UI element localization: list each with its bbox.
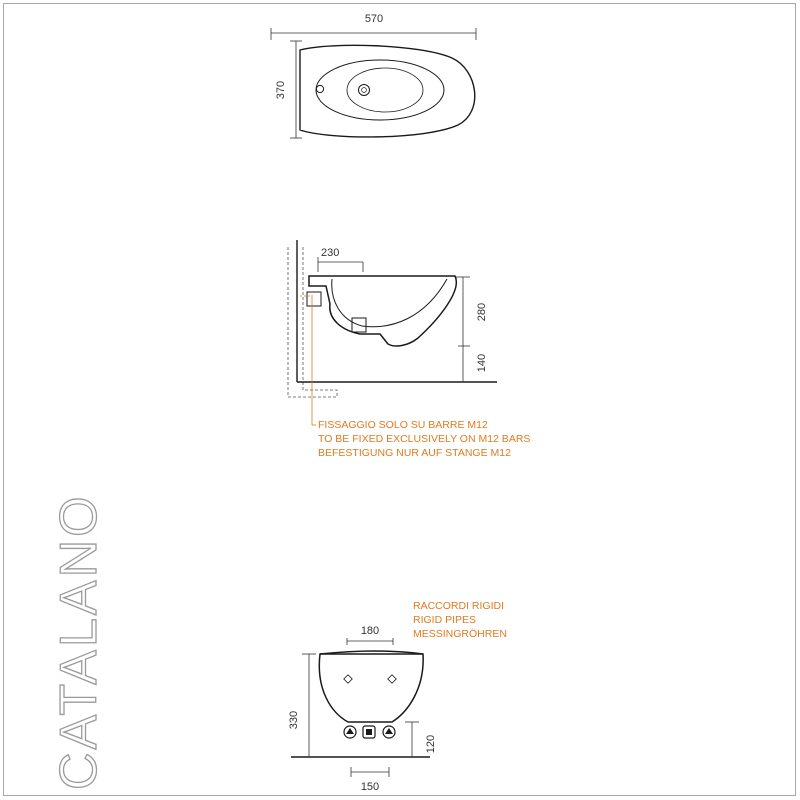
tap-hole-icon bbox=[315, 84, 325, 94]
mounting-frame-dashed bbox=[287, 247, 338, 398]
fixing-hole-left-icon bbox=[343, 674, 353, 684]
pipes-note-en: RIGID PIPES bbox=[413, 614, 476, 626]
dimension-bottom-spacing bbox=[350, 767, 390, 777]
pipe-right-icon bbox=[382, 725, 396, 739]
pipes-note-it: RACCORDI RIGIDI bbox=[413, 600, 504, 612]
dimension-top-spacing bbox=[346, 638, 394, 645]
dimension-front-height bbox=[302, 653, 316, 757]
brand-logo: CATALANO bbox=[50, 493, 108, 790]
pipes-note-de: MESSINGRÖHREN bbox=[413, 628, 507, 640]
dimension-front-height-label: 330 bbox=[288, 711, 300, 729]
drain-icon bbox=[358, 84, 370, 96]
dimension-height bbox=[456, 276, 470, 347]
dimension-bottom-height bbox=[405, 721, 419, 757]
pipe-left-icon bbox=[343, 725, 357, 739]
dimension-width-label: 570 bbox=[365, 13, 383, 25]
bowl-inner-rim bbox=[315, 59, 445, 121]
dimension-height-label: 280 bbox=[476, 303, 488, 321]
bidet-side-outline bbox=[308, 275, 458, 347]
pipe-center-icon bbox=[362, 725, 376, 739]
bidet-front-outline bbox=[318, 650, 424, 723]
dimension-floor-label: 140 bbox=[476, 354, 488, 372]
fixing-note-de: BEFESTIGUNG NUR AUF STANGE M12 bbox=[318, 447, 511, 459]
bidet-top-outline bbox=[299, 44, 476, 138]
drain-outlet bbox=[351, 317, 367, 333]
dimension-width bbox=[270, 28, 477, 40]
fixing-note-en: TO BE FIXED EXCLUSIVELY ON M12 BARS bbox=[318, 433, 530, 445]
drain-inner-icon bbox=[361, 87, 367, 93]
bowl-basin bbox=[346, 67, 424, 113]
side-view: 230 280 140 FISSAGGIO SOLO SU BARRE M12 … bbox=[287, 240, 530, 459]
fixing-note-it: FISSAGGIO SOLO SU BARRE M12 bbox=[318, 419, 488, 431]
dimension-bottom-height-label: 120 bbox=[425, 735, 437, 753]
top-view: 570 370 bbox=[270, 13, 477, 139]
dimension-top-spacing-label: 180 bbox=[361, 625, 379, 637]
drawing-frame bbox=[3, 3, 796, 796]
front-view: RACCORDI RIGIDI RIGID PIPES MESSINGRÖHRE… bbox=[288, 600, 507, 793]
dimension-offset bbox=[317, 257, 364, 272]
dimension-bottom-spacing-label: 150 bbox=[361, 781, 379, 793]
fixing-bracket bbox=[306, 291, 322, 307]
dimension-depth-label: 370 bbox=[275, 81, 287, 99]
bowl-inner-profile bbox=[331, 278, 448, 328]
fixing-hole-right-icon bbox=[387, 674, 397, 684]
note-leader bbox=[300, 295, 316, 426]
dimension-offset-label: 230 bbox=[321, 247, 339, 259]
dimension-depth bbox=[290, 40, 302, 139]
